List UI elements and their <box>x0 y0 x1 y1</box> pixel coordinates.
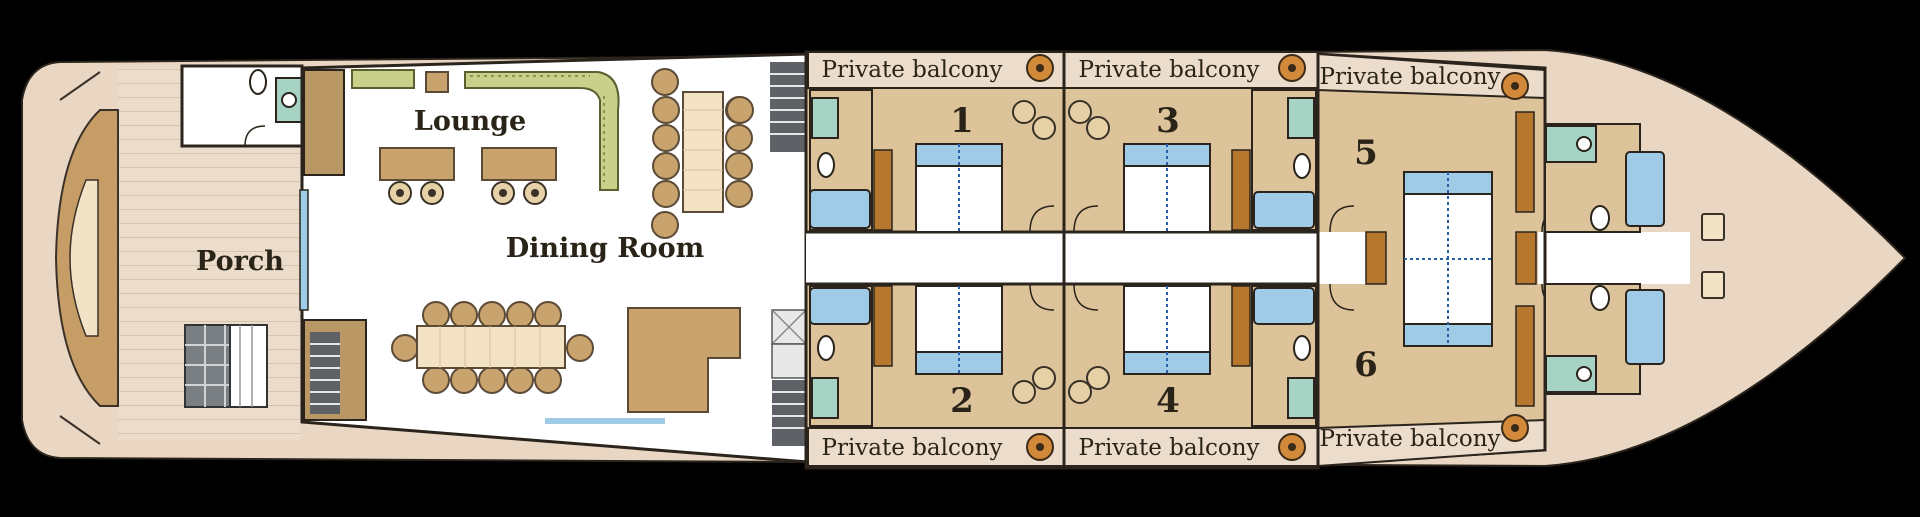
room-label-lounge: Lounge <box>414 106 526 137</box>
wardrobes <box>873 111 1537 407</box>
bar-counter <box>627 307 741 413</box>
stern-rail <box>59 71 101 445</box>
balcony-label-5: Private balcony <box>1319 64 1500 90</box>
bow-bathrooms <box>1544 123 1665 395</box>
cabin-number-6: 6 <box>1354 345 1378 385</box>
room-label-dining: Dining Room <box>506 233 705 264</box>
bow-corridor <box>1538 232 1690 284</box>
salon-stairs-wall <box>303 69 345 176</box>
salon-window-port <box>545 418 665 424</box>
lounge-pouf <box>425 71 449 93</box>
lounge-sofa <box>464 71 620 191</box>
stairs-salon[interactable] <box>310 332 340 414</box>
cabin-number-4: 4 <box>1156 381 1180 421</box>
stairs-forward-lower[interactable] <box>772 380 806 446</box>
balcony-label-4: Private balcony <box>1078 435 1259 461</box>
stern-restroom <box>180 64 304 148</box>
dining-table-lower <box>391 301 594 394</box>
dining-chairs-upper-right <box>726 96 754 124</box>
stairs-porch[interactable] <box>184 324 268 408</box>
bathrooms <box>809 89 1317 427</box>
cabin-number-1: 1 <box>950 101 974 141</box>
cabin-number-3: 3 <box>1156 101 1180 141</box>
balcony-label-6: Private balcony <box>1319 426 1500 452</box>
bow-hatches <box>1701 213 1725 299</box>
lounge-cushion-a <box>351 69 415 89</box>
balcony-label-2: Private balcony <box>821 435 1002 461</box>
porch-bench-inner <box>69 179 99 337</box>
central-corridor <box>806 232 1366 284</box>
beds <box>915 143 1493 375</box>
balcony-label-3: Private balcony <box>1078 57 1259 83</box>
room-label-porch: Porch <box>196 246 284 277</box>
lounge-table-right <box>481 147 557 181</box>
salon-window-stern <box>299 189 309 311</box>
cabin-number-5: 5 <box>1354 133 1378 173</box>
stairs-forward-upper[interactable] <box>770 62 806 152</box>
cabin-armchairs <box>1012 100 1110 404</box>
dining-table-upper <box>651 68 753 239</box>
service-lift <box>771 309 807 379</box>
lounge-table-left <box>379 147 455 181</box>
balcony-label-1: Private balcony <box>821 57 1002 83</box>
cabin-number-2: 2 <box>950 381 974 421</box>
